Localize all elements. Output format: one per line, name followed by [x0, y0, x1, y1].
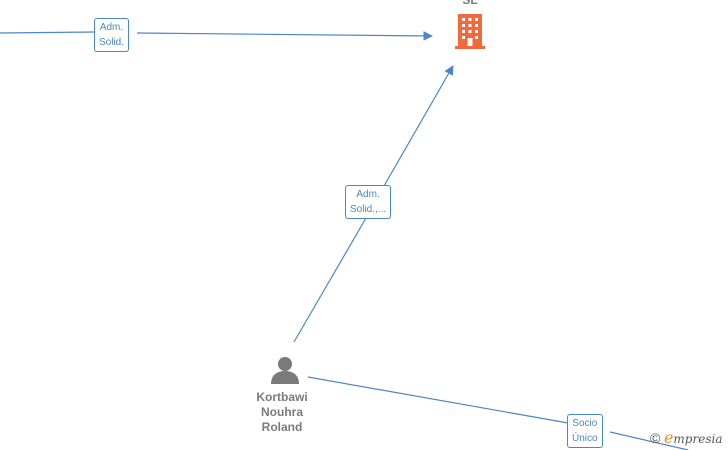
edge-label-line: Solid. [99, 37, 125, 48]
empresia-watermark: © empresia [650, 428, 722, 447]
edge-label-line: Adm. [99, 22, 124, 33]
building-icon[interactable] [455, 14, 485, 49]
company-name-label[interactable]: SL [462, 0, 478, 7]
person-name-line-3: Roland [261, 420, 303, 434]
edge-label-line: Socio [572, 418, 598, 429]
person-icon[interactable] [271, 357, 299, 384]
edge-label-adm-solid[interactable]: Adm. Solid. [94, 18, 130, 52]
person-name-line-1: Kortbawi [256, 390, 308, 404]
edge-line-offscreen-to-company [0, 32, 432, 36]
edge-label-line: Solid.,... [350, 204, 387, 215]
edge-label-socio-unico[interactable]: Socio Único [567, 414, 603, 448]
edge-line-person-to-company [293, 66, 453, 343]
person-name-label[interactable]: Kortbawi Nouhra Roland [242, 390, 322, 435]
edge-label-line: Adm. [356, 189, 380, 200]
edge-line-person-to-offscreen [307, 376, 689, 450]
edge-label-line: Único [572, 433, 598, 444]
copyright-symbol: © [650, 430, 661, 446]
brand-initial: e [663, 428, 674, 447]
brand-rest: mpresia [673, 432, 723, 446]
person-name-line-2: Nouhra [261, 405, 303, 419]
edge-label-adm-solid-etc[interactable]: Adm. Solid.,... [345, 185, 392, 219]
